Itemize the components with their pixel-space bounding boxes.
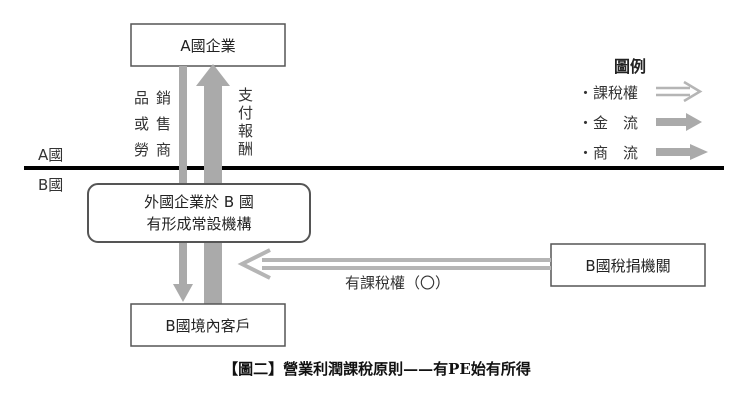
goods-label-char-3: 勞 (134, 141, 149, 159)
a-enterprise-box (130, 23, 286, 67)
legend-money-arrow (656, 113, 702, 131)
goods-flow-shaft (179, 66, 187, 288)
figure-caption: 【圖二】營業利潤課稅原則——有PE始有所得 (223, 360, 531, 378)
goods-label-char-5: 售 (156, 115, 171, 133)
a-enterprise-label: A國企業 (180, 37, 235, 55)
legend-title: 圖例 (614, 57, 646, 76)
payment-label-char-1: 支 (238, 86, 253, 104)
country-label-a: A國 (38, 146, 63, 164)
taxing-right-label: 有課稅權（〇） (345, 274, 450, 292)
goods-flow-arrowhead (173, 284, 193, 302)
b-tax-authority-box (550, 243, 706, 287)
taxing-right-arrow (237, 248, 551, 280)
payment-label-char-3: 報 (238, 122, 253, 140)
goods-label-char-1: 品 (134, 89, 149, 107)
country-divider (24, 166, 724, 170)
b-customer-box (130, 303, 286, 347)
goods-label-char-4: 銷 (156, 89, 171, 107)
b-customer-label: B國境內客戶 (165, 317, 250, 335)
payment-flow-arrowhead (196, 64, 230, 86)
pe-box-line-1: 外國企業於 B 國 (144, 193, 254, 211)
payment-label-char-4: 酬 (238, 140, 253, 158)
b-tax-authority-label: B國稅捐機關 (585, 257, 670, 275)
legend-item-money-flow: ・金 流 (578, 114, 638, 132)
pe-box (87, 183, 311, 243)
legend-outline-arrow (656, 80, 703, 103)
goods-label-char-6: 商 (156, 141, 171, 159)
pe-box-line-2: 有形成常設機構 (146, 215, 251, 233)
legend-item-taxing-right: ・課稅權 (578, 84, 638, 102)
legend-item-goods-flow: ・商 流 (578, 144, 638, 162)
goods-label-char-2: 或 (134, 115, 149, 133)
country-label-b: B國 (38, 176, 63, 194)
payment-label-char-2: 付 (238, 104, 253, 122)
legend-goods-arrow (656, 144, 708, 160)
